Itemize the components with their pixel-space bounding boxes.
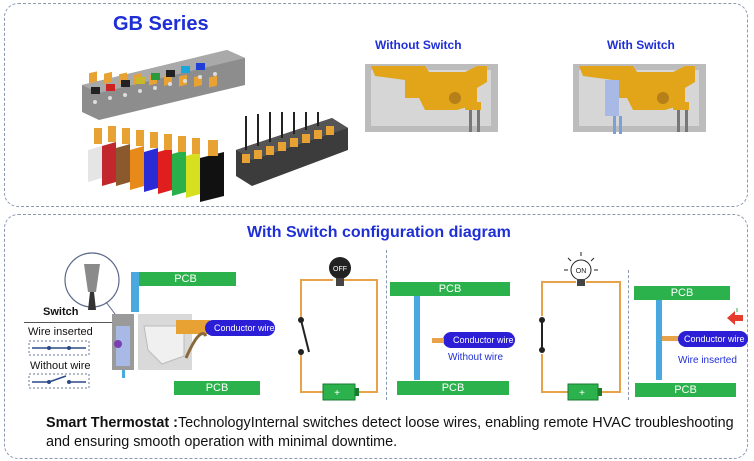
- series-title: GB Series: [113, 13, 209, 35]
- pcb-top-wire-inserted: PCB: [634, 286, 730, 300]
- conductor-tip-inserted: [662, 336, 682, 341]
- terminal-block-pins-image: [236, 112, 348, 186]
- bulb-off-label: OFF: [333, 266, 347, 273]
- description-heading: Smart Thermostat :: [46, 415, 178, 431]
- off-circuit-diagram: OFF +: [295, 257, 378, 401]
- conductor-wire-inserted-label: Conductor wire: [684, 334, 745, 344]
- conductor-wire-inserted: [678, 331, 748, 347]
- conductor-wire-left-label: Conductor wire: [214, 323, 275, 333]
- cross-section-without-switch-image: [365, 64, 498, 132]
- conductor-wire-left: [205, 320, 275, 336]
- with-switch-label: With Switch: [607, 38, 675, 52]
- pcb-top-without-wire: PCB: [390, 282, 510, 296]
- on-circuit-diagram: ON +: [536, 252, 621, 401]
- description-body: TechnologyInternal switches detect loose…: [46, 415, 734, 450]
- pcb-lead-without-wire: [414, 296, 420, 380]
- without-wire-legend-label: Without wire: [30, 360, 91, 372]
- magnifier-callout: [64, 252, 120, 319]
- wire-inserted-caption: Wire inserted: [678, 355, 737, 366]
- pcb-top-left: PCB: [135, 272, 236, 286]
- pcb-bottom-left: PCB: [174, 381, 260, 395]
- connector-switch-detail-image: [112, 314, 210, 378]
- battery-plus-off: +: [334, 388, 340, 399]
- battery-plus-on: +: [579, 388, 585, 399]
- separator-1: [386, 250, 387, 400]
- insert-arrow-icon: [727, 308, 743, 325]
- without-switch-label: Without Switch: [375, 38, 462, 52]
- without-wire-caption: Without wire: [448, 352, 504, 363]
- cross-section-with-switch-image: [573, 64, 706, 134]
- pcb-lead-left: [131, 272, 139, 312]
- terminal-block-grey-image: [82, 50, 245, 120]
- pcb-lead-wire-inserted: [656, 300, 662, 380]
- switch-legend-divider: [24, 322, 120, 323]
- bulb-on-label: ON: [576, 268, 587, 275]
- conductor-wire-without: [443, 332, 515, 348]
- pcb-bottom-wire-inserted: PCB: [635, 383, 736, 397]
- closed-switch-symbol: [28, 340, 90, 356]
- open-switch-symbol: [28, 373, 90, 389]
- wire-inserted-legend-label: Wire inserted: [28, 326, 93, 338]
- description: Smart Thermostat :TechnologyInternal swi…: [46, 414, 736, 452]
- conductor-tip-without: [432, 338, 444, 343]
- separator-2: [628, 270, 629, 400]
- conductor-wire-without-label: Conductor wire: [453, 335, 514, 345]
- diagram-title: With Switch configuration diagram: [247, 224, 511, 241]
- terminal-block-colored-image: [88, 126, 224, 202]
- pcb-bottom-without-wire: PCB: [397, 381, 509, 395]
- switch-legend-title: Switch: [43, 306, 79, 318]
